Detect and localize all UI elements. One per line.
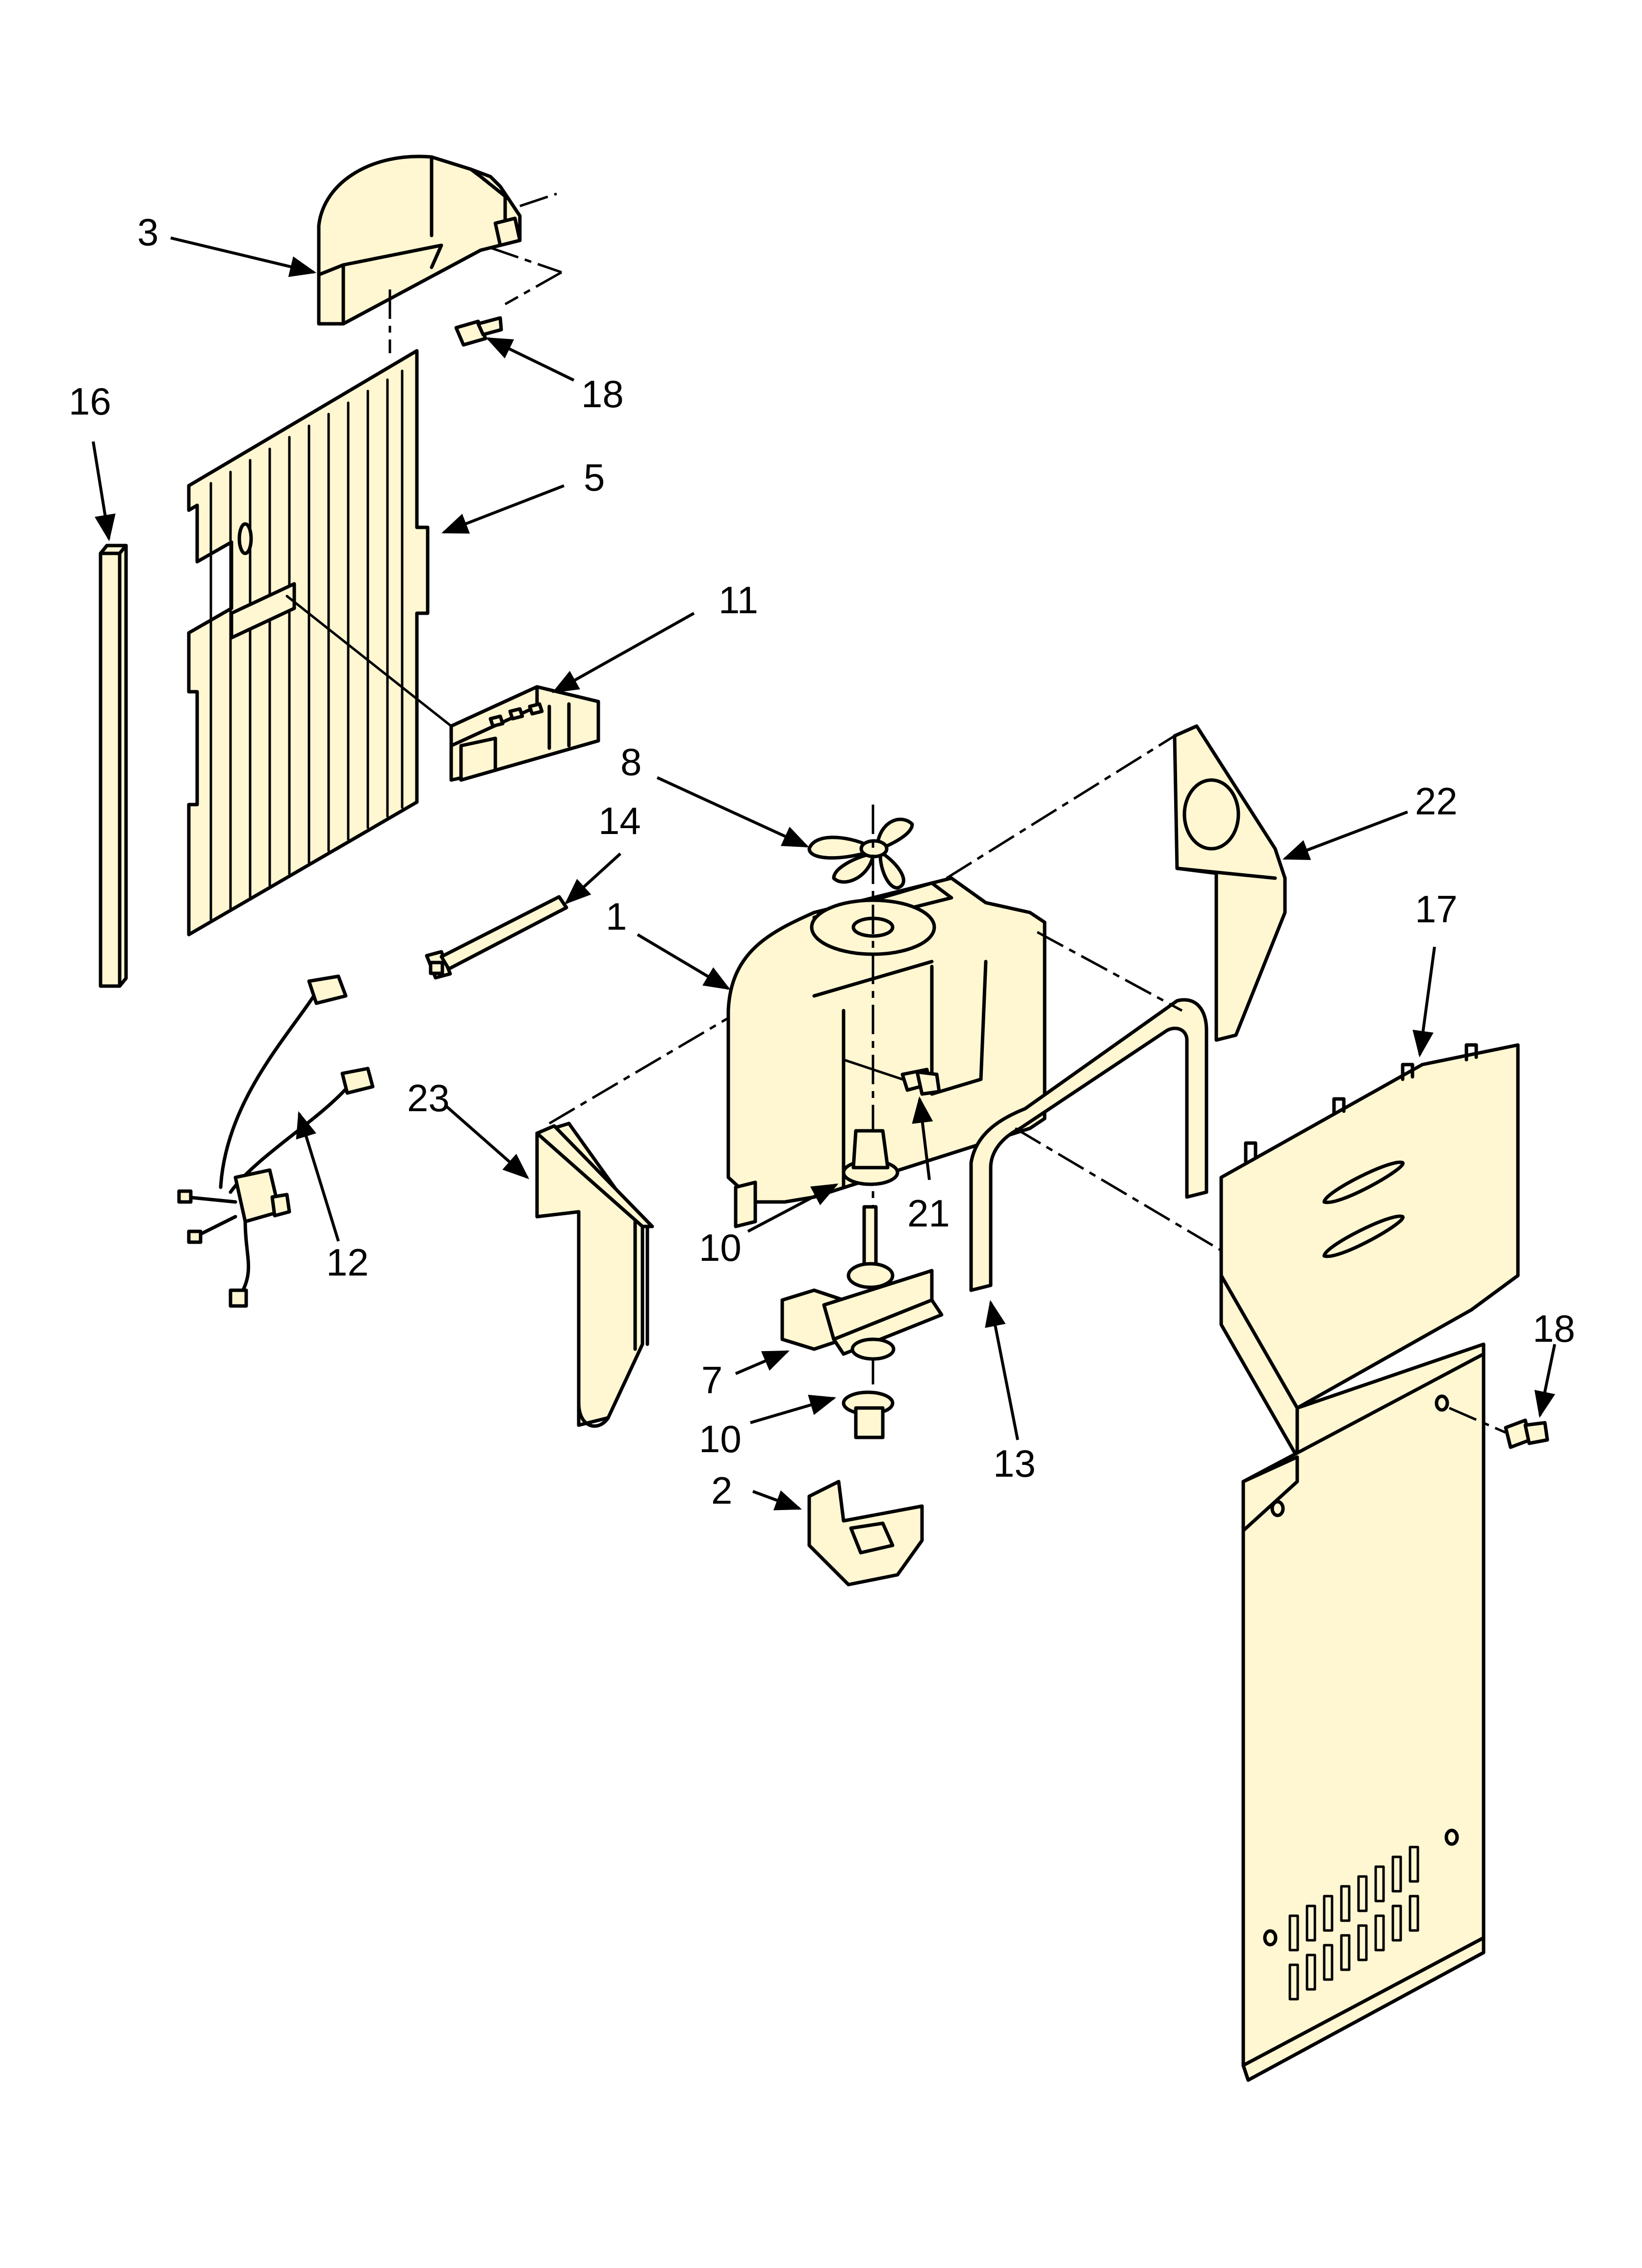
- callout-22: 22: [1415, 780, 1458, 823]
- part-7-fan-motor: [780, 1205, 944, 1361]
- part-2-motor-bracket: [807, 1480, 924, 1587]
- callout-5: 5: [584, 456, 605, 499]
- part-11-bracket: [449, 685, 600, 782]
- part-13-u-seal: [969, 998, 1208, 1292]
- part-14-cable-tie: [425, 895, 568, 980]
- callout-18-right: 18: [1533, 1307, 1575, 1350]
- part-10-grommet-upper: [842, 1129, 899, 1186]
- callout-12: 12: [326, 1241, 369, 1284]
- leader-lines: [92, 236, 1556, 1511]
- part-17-rear-panel: [1219, 1043, 1520, 2082]
- callout-18-top: 18: [581, 372, 624, 416]
- callout-labels: 3 18 16 5 11 8 14 1 22 17 23 12 10 21 7 …: [69, 210, 1575, 1512]
- callout-3: 3: [137, 210, 158, 254]
- callout-13: 13: [993, 1442, 1036, 1485]
- callout-1: 1: [606, 895, 627, 938]
- part-5-grille-panel: [187, 349, 430, 937]
- callout-8: 8: [620, 740, 641, 783]
- callout-10-upper: 10: [699, 1226, 742, 1269]
- callout-17: 17: [1415, 887, 1458, 931]
- part-23-side-panel: [535, 1121, 654, 1428]
- part-22-side-panel: [1173, 724, 1287, 1042]
- callout-21: 21: [907, 1192, 950, 1235]
- callout-16: 16: [69, 380, 111, 423]
- part-10-grommet-lower: [842, 1390, 895, 1439]
- part-12-wire-harness: [177, 974, 375, 1308]
- callout-14: 14: [598, 799, 641, 842]
- part-16-strip: [99, 544, 128, 988]
- part-18-screw-top: [454, 316, 503, 347]
- callout-11: 11: [718, 578, 758, 622]
- part-18-screw-right: [1504, 1418, 1549, 1449]
- callout-2: 2: [711, 1469, 732, 1512]
- part-8-fan-blade: [807, 817, 914, 890]
- part-21-screw: [900, 1068, 941, 1096]
- callout-23: 23: [407, 1076, 450, 1120]
- part-3-air-duct: [317, 155, 522, 326]
- callout-10-lower: 10: [699, 1417, 742, 1460]
- callout-7: 7: [701, 1358, 722, 1402]
